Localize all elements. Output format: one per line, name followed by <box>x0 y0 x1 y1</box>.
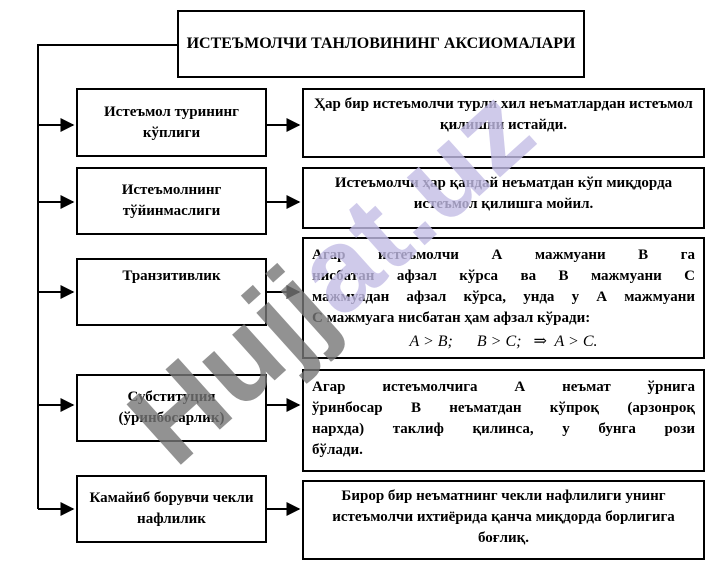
axiom-3-line-2: нисбатан афзал кўрса ва В мажмуани С <box>312 268 695 284</box>
axiom-1-name-box: Истеъмол турининг кўплиги <box>76 88 267 157</box>
axiom-2-name-box: Истеъмолнинг тўйинмаслиги <box>76 167 267 235</box>
axiom-3-description-box: Агар истеъмолчи А мажмуани В га нисбатан… <box>302 237 705 359</box>
axiom-4-line-2: ўринбосар В неъматдан кўпроқ (арзонроқ <box>312 400 695 416</box>
axiom-1-description: Ҳар бир истеъмолчи турли хил неъматларда… <box>314 96 693 133</box>
axiom-5-description: Бирор бир неъматнинг чекли нафлилиги уни… <box>332 488 675 546</box>
axiom-3-name-box: Транзитивлик <box>76 258 267 326</box>
axiom-3-line-4: С мажмуага нисбатан ҳам афзал кўради: <box>312 310 591 326</box>
axiom-3-name: Транзитивлик <box>122 268 221 284</box>
axiom-5-description-box: Бирор бир неъматнинг чекли нафлилиги уни… <box>302 480 705 560</box>
axiom-3-formula: A > B; B > C; ⇒ A > C. <box>409 333 598 350</box>
diagram-title: ИСТЕЪМОЛЧИ ТАНЛОВИНИНГ АКСИОМАЛАРИ <box>177 10 585 78</box>
axiom-2-description: Истеъмолчи ҳар қандай неъматдан кўп миқд… <box>334 175 673 212</box>
axiom-1-name: Истеъмол турининг кўплиги <box>104 103 239 141</box>
axiom-3-line-1: Агар истеъмолчи А мажмуани В га <box>312 247 695 263</box>
axiom-4-name-box: Субституция (ўринбосарлик) <box>76 374 267 442</box>
axiom-5-name-box: Камайиб борувчи чекли нафлилик <box>76 475 267 543</box>
trunk-line <box>37 44 178 509</box>
axiom-3-line-3: мажмуадан афзал кўрса, унда у А мажмуани <box>312 289 695 305</box>
axiom-4-description-box: Агар истеъмолчига А неъмат ўрнига ўринбо… <box>302 369 705 472</box>
axiom-4-line-4: бўлади. <box>312 442 363 458</box>
axiom-4-name: Субституция (ўринбосарлик) <box>118 389 225 426</box>
axiom-1-description-box: Ҳар бир истеъмолчи турли хил неъматларда… <box>302 88 705 158</box>
axiom-2-name: Истеъмолнинг тўйинмаслиги <box>121 182 222 219</box>
diagram-title-text: ИСТЕЪМОЛЧИ ТАНЛОВИНИНГ АКСИОМАЛАРИ <box>186 35 576 52</box>
axiom-4-line-1: Агар истеъмолчига А неъмат ўрнига <box>312 379 695 395</box>
axiom-2-description-box: Истеъмолчи ҳар қандай неъматдан кўп миқд… <box>302 167 705 229</box>
axiom-4-line-3: нархда) таклиф қилинса, у бунга рози <box>312 421 695 437</box>
axiom-5-name: Камайиб борувчи чекли нафлилик <box>89 490 254 527</box>
